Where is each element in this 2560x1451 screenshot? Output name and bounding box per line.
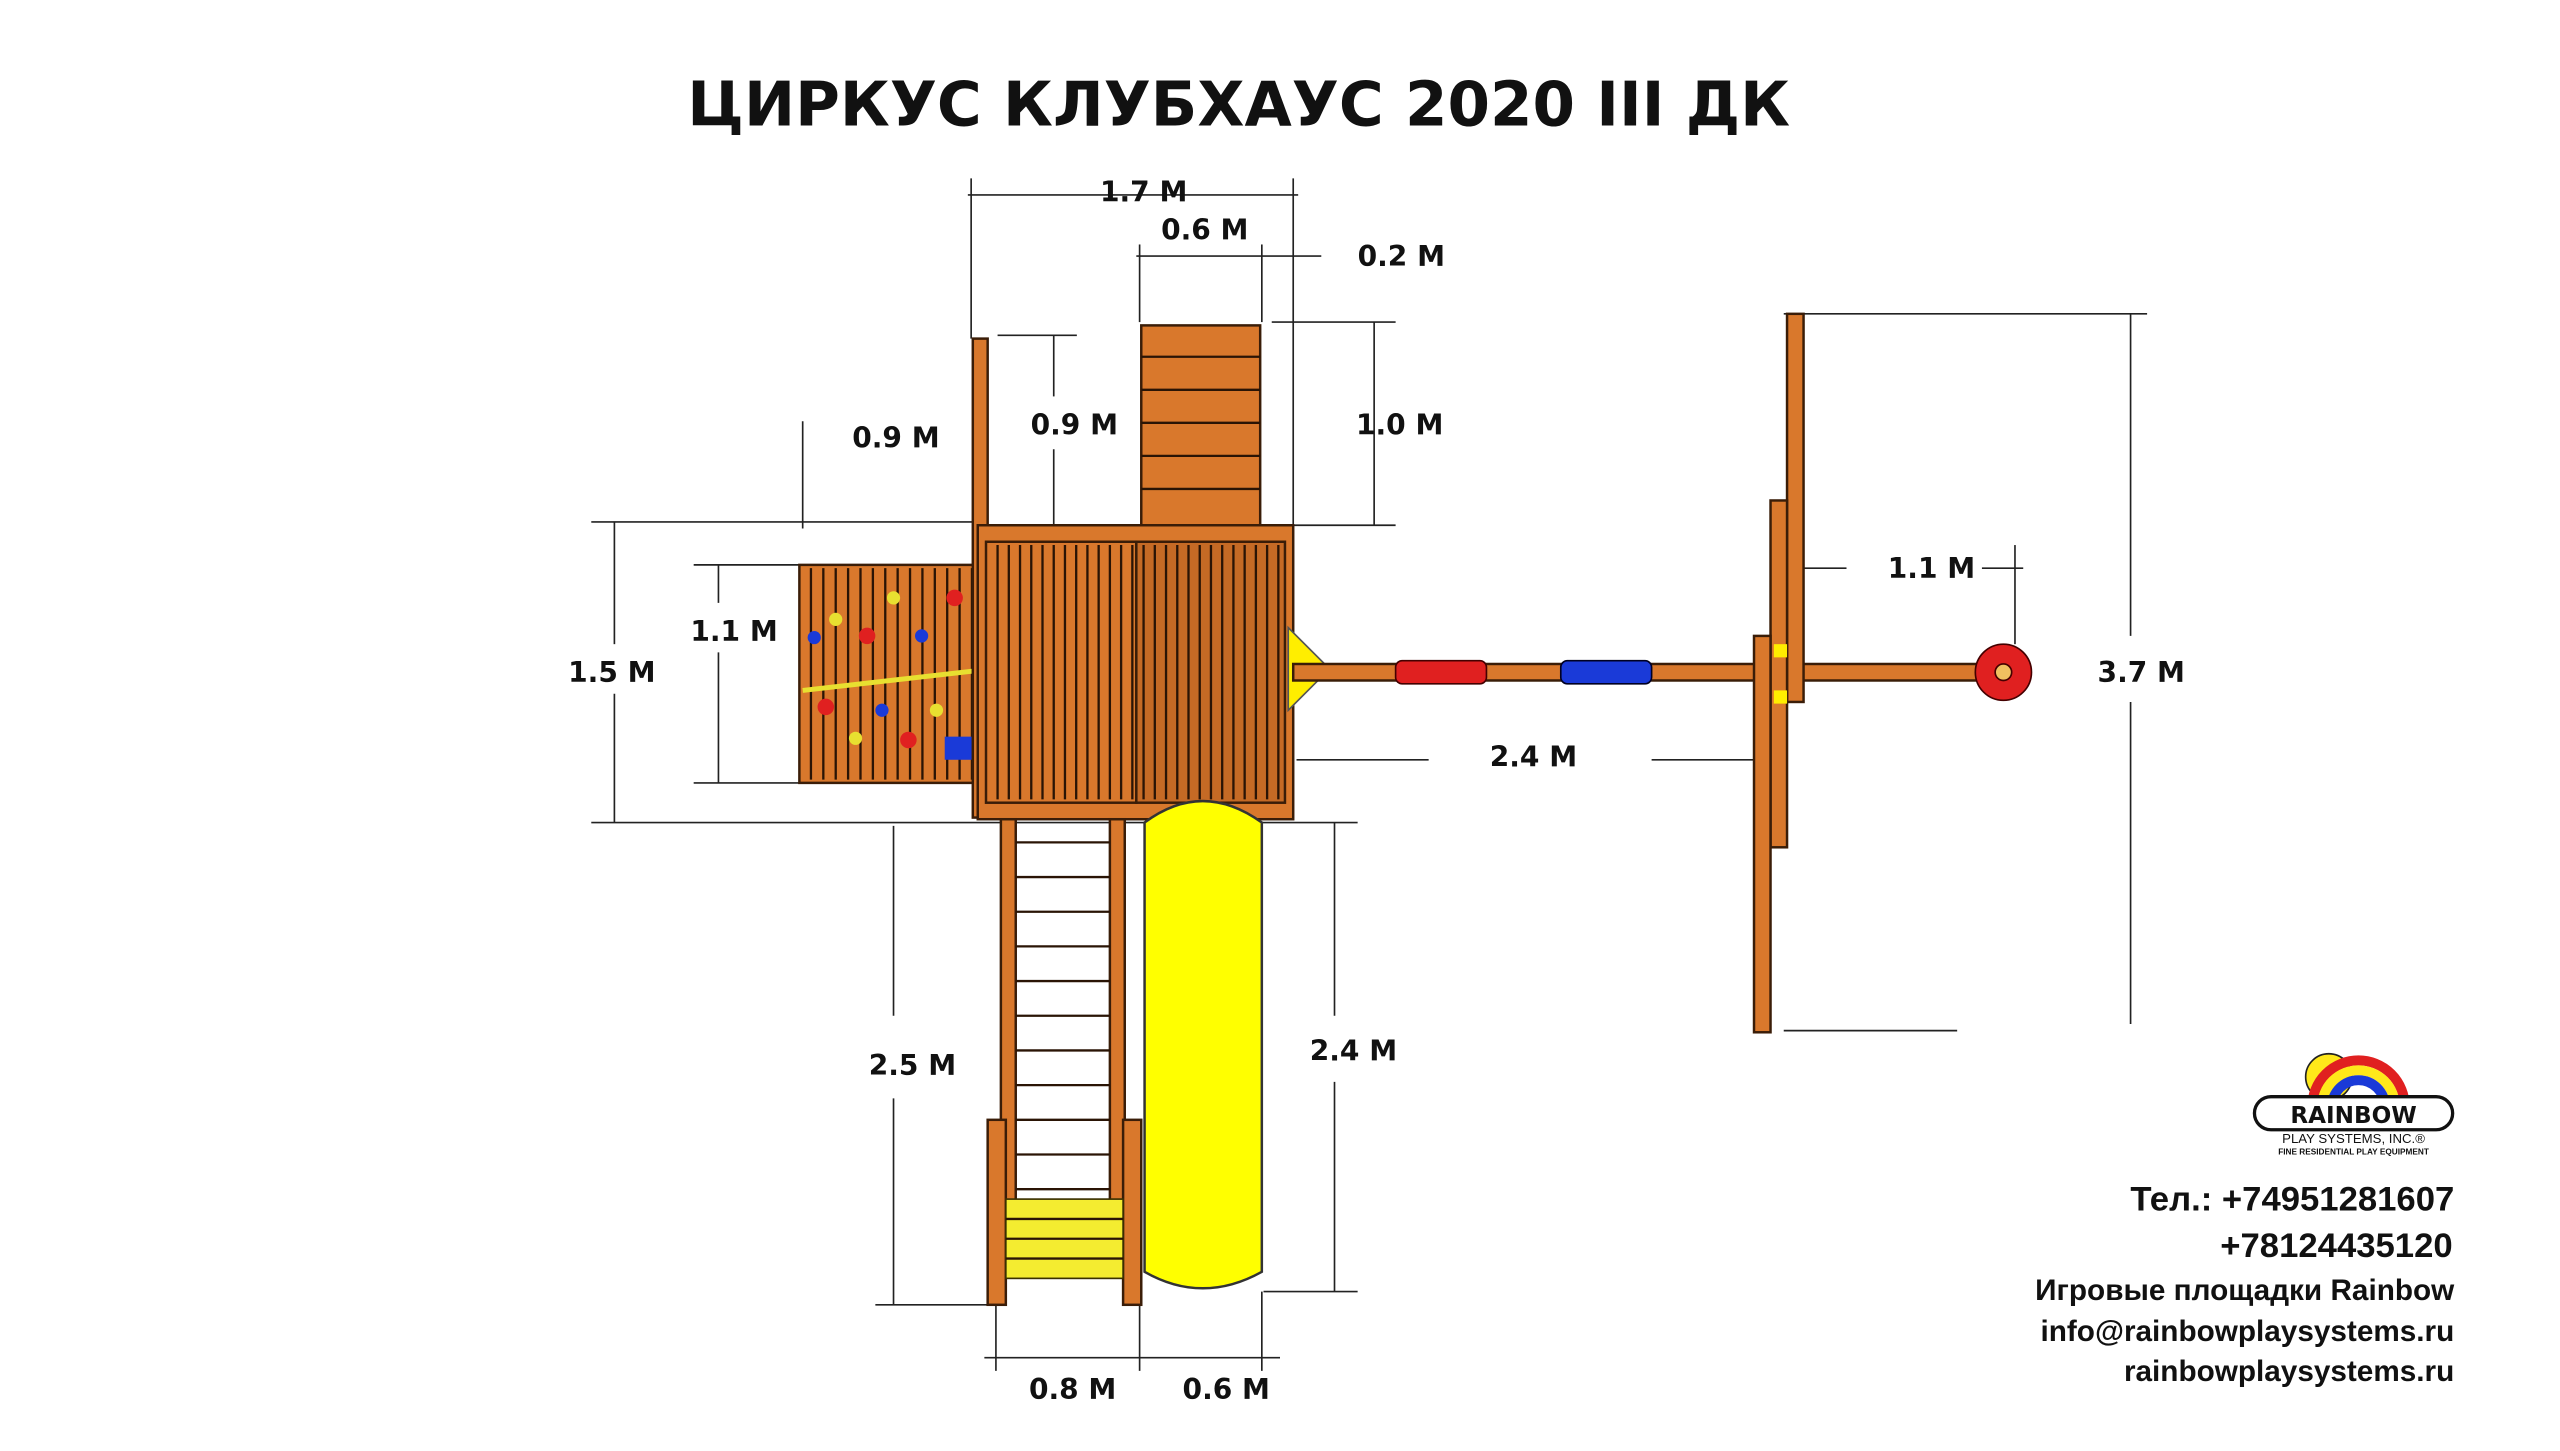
phone-1: Тел.: +74951281607 xyxy=(2130,1181,2454,1219)
dim-label: 1.7 M xyxy=(1100,176,1187,209)
dimension-lines xyxy=(591,178,2148,1371)
contact-block: Тел.: +74951281607 +78124435120 Игровые … xyxy=(2035,1181,2455,1388)
dim-label: 1.0 M xyxy=(1356,408,1443,441)
dim-label: 0.6 M xyxy=(1161,214,1248,247)
company-name: Игровые площадки Rainbow xyxy=(2035,1274,2455,1307)
svg-text:FINE RESIDENTIAL PLAY EQUIPMEN: FINE RESIDENTIAL PLAY EQUIPMENT xyxy=(2278,1148,2429,1157)
climbing-holds xyxy=(807,589,982,760)
dim-label: 0.9 M xyxy=(852,422,939,455)
phone-2: +78124435120 xyxy=(2220,1227,2452,1265)
yellow-slide xyxy=(1143,799,1264,1290)
dim-label: 3.7 M xyxy=(2098,656,2185,689)
svg-text:RAINBOW: RAINBOW xyxy=(2290,1103,2416,1129)
rainbow-logo: RAINBOW PLAY SYSTEMS, INC.® FINE RESIDEN… xyxy=(2252,1052,2455,1157)
dim-label: 2.4 M xyxy=(1310,1034,1397,1067)
swing-beam xyxy=(1287,312,2033,1034)
dim-label: 2.4 M xyxy=(1490,740,1577,773)
main-deck xyxy=(976,524,1295,821)
dim-label: 1.1 M xyxy=(1888,552,1975,585)
climbing-wall xyxy=(798,563,982,785)
email-link[interactable]: info@rainbowplaysystems.ru xyxy=(2041,1315,2455,1348)
dim-label: 0.8 M xyxy=(1029,1373,1116,1406)
page-title: ЦИРКУС КЛУБХАУС 2020 III ДК xyxy=(687,70,1790,141)
dim-label: 1.1 M xyxy=(690,615,777,648)
dim-label: 2.5 M xyxy=(869,1049,956,1082)
upper-ramp xyxy=(1140,324,1262,530)
dim-label: 1.5 M xyxy=(568,656,655,689)
blue-swing-seat xyxy=(1559,659,1653,685)
dim-label: 0.6 M xyxy=(1183,1373,1270,1406)
dimension-labels: 1.7 M 0.6 M 0.2 M 0.9 M 0.9 M 1.0 M 1.1 … xyxy=(568,176,2185,1406)
dim-label: 0.9 M xyxy=(1031,408,1118,441)
svg-text:PLAY SYSTEMS, INC.®: PLAY SYSTEMS, INC.® xyxy=(2282,1131,2425,1146)
website-link[interactable]: rainbowplaysystems.ru xyxy=(2124,1355,2454,1388)
ladder xyxy=(986,817,1143,1307)
dim-label: 0.2 M xyxy=(1358,240,1445,273)
red-swing-seat xyxy=(1394,659,1488,685)
